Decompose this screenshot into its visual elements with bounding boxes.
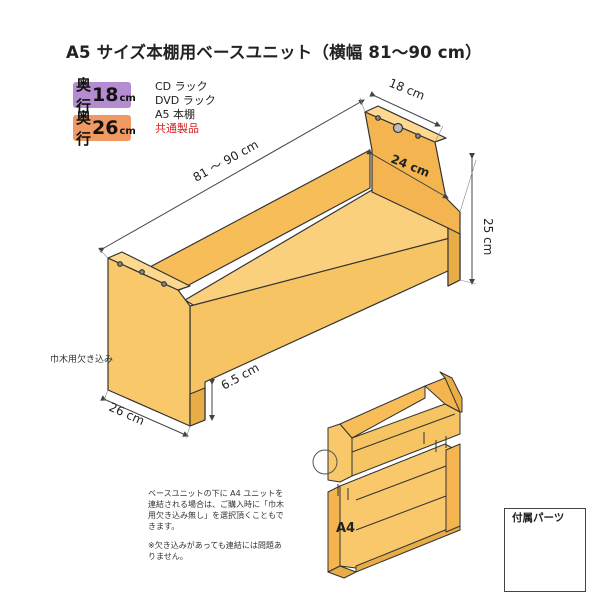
type-cd: CD ラック: [155, 80, 208, 93]
notch-label: 巾木用欠き込み: [50, 355, 114, 365]
base-unit-shelf: [107, 105, 461, 427]
notch-cutout: [189, 387, 206, 427]
width-dimension-label: 81 ～ 90 cm: [191, 137, 261, 184]
page-title: A5 サイズ本棚用ベースユニット（横幅 81～90 cm）: [66, 43, 482, 62]
parts-title: 付属パーツ: [512, 512, 565, 524]
common-product-label: 共通製品: [155, 122, 199, 135]
stacked-unit-illustration: [312, 371, 463, 579]
product-type-list: CD ラック DVD ラック A5 本棚 共通製品: [155, 80, 216, 136]
parts-box: [504, 508, 586, 592]
type-a5: A5 本棚: [155, 108, 196, 121]
top-depth-label: 18 cm: [387, 76, 427, 103]
dimension-lines: [98, 91, 475, 437]
connection-note: ベースユニットの下に A4 ユニットを 連結される場合は、ご購入時に「巾木 用欠…: [148, 489, 284, 561]
a4-unit-label: A4: [336, 521, 355, 536]
height-label: 25 cm: [481, 218, 495, 255]
type-dvd: DVD ラック: [155, 94, 216, 107]
